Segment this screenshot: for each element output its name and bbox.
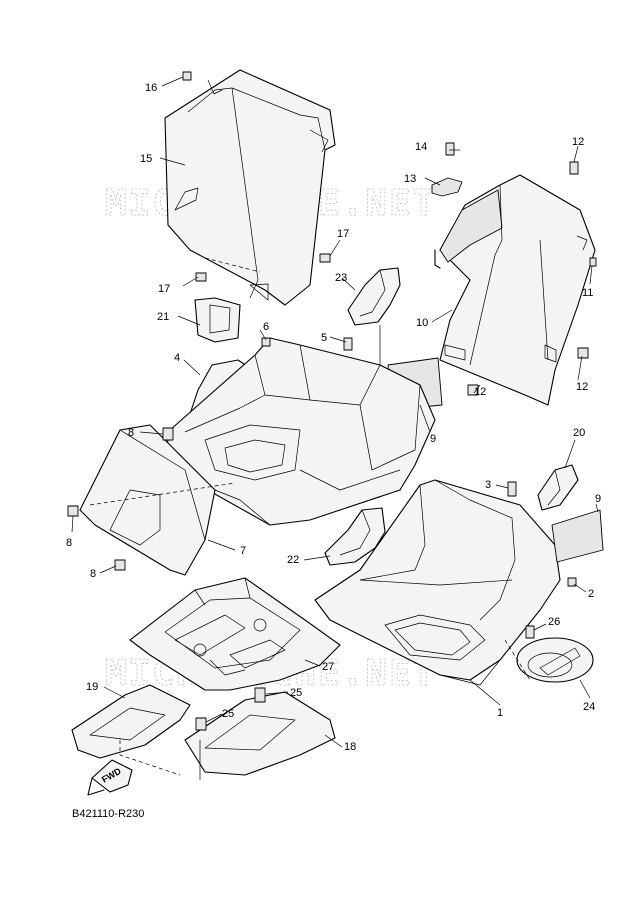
callout-25-right: 25 — [290, 687, 302, 699]
part-20-bracket — [537, 464, 579, 511]
bolt-icon — [343, 337, 353, 351]
part-15-panel — [164, 69, 336, 306]
clip-icon — [319, 253, 331, 263]
callout-9-right: 9 — [595, 493, 601, 505]
part-13-bracket — [431, 177, 463, 197]
callout-22: 22 — [287, 554, 299, 566]
callout-6: 6 — [263, 321, 269, 333]
callout-12-bottom: 12 — [474, 386, 486, 398]
bolt-icon — [569, 161, 579, 175]
callout-12-right: 12 — [576, 381, 588, 393]
callout-10: 10 — [416, 317, 428, 329]
nut-icon — [261, 337, 271, 347]
bolt-icon — [445, 142, 455, 156]
callout-1: 1 — [497, 707, 503, 719]
clip-icon — [589, 257, 597, 267]
callout-21: 21 — [157, 311, 169, 323]
part-18-skid — [184, 691, 336, 776]
part-tub-center — [164, 337, 436, 526]
callout-24: 24 — [583, 701, 595, 713]
part-10-duct — [439, 174, 596, 406]
callout-20: 20 — [573, 427, 585, 439]
callout-numbers: 16 15 17 17 23 21 6 5 4 8 8 8 7 14 13 12… — [66, 82, 601, 753]
part-22-bracket — [324, 507, 386, 566]
part-24-disc — [516, 637, 594, 683]
diagram-code: B421110-R230 — [72, 808, 144, 820]
callout-5: 5 — [321, 332, 327, 344]
part-9-pad-right — [551, 509, 604, 563]
bolt-icon — [162, 427, 174, 441]
callout-8-top: 8 — [128, 427, 134, 439]
callout-18: 18 — [344, 741, 356, 753]
part-1-tub-right — [314, 479, 561, 686]
callout-14: 14 — [415, 141, 427, 153]
bolt-icon — [467, 384, 479, 396]
callout-11: 11 — [582, 287, 593, 299]
bolt-icon — [195, 717, 207, 731]
part-23-bracket — [347, 267, 401, 326]
part-19-skid — [71, 684, 191, 759]
callout-9-left: 9 — [430, 433, 436, 445]
bolt-icon — [114, 559, 126, 571]
callout-4: 4 — [174, 352, 180, 364]
callout-19: 19 — [86, 681, 98, 693]
nut-icon — [567, 577, 577, 587]
callout-23: 23 — [335, 272, 347, 284]
bolt-icon — [67, 505, 79, 517]
callout-13: 13 — [404, 173, 416, 185]
callout-25-left: 25 — [222, 708, 234, 720]
callout-16: 16 — [145, 82, 157, 94]
leader-lines — [71, 76, 599, 748]
fastener-icons — [67, 71, 597, 731]
callout-7: 7 — [240, 545, 246, 557]
bolt-icon — [507, 481, 517, 497]
callout-8-left: 8 — [66, 537, 72, 549]
part-7-panel — [79, 424, 216, 576]
callout-2: 2 — [588, 588, 594, 600]
callout-17-upper: 17 — [337, 228, 349, 240]
bolt-icon — [577, 347, 589, 359]
bolt-icon — [254, 687, 266, 703]
clip-icon — [195, 272, 207, 282]
callout-12-top: 12 — [572, 136, 584, 148]
clip-icon — [182, 71, 192, 81]
part-27-frame — [129, 577, 341, 691]
callout-27: 27 — [322, 661, 334, 673]
callout-15: 15 — [140, 153, 152, 165]
callout-26: 26 — [548, 616, 560, 628]
part-21-bracket — [194, 297, 241, 343]
bolt-icon — [525, 625, 535, 639]
callout-3: 3 — [485, 479, 491, 491]
callout-17-lower: 17 — [158, 283, 170, 295]
fwd-arrow-icon: FWD — [87, 759, 133, 796]
callout-8-bottom: 8 — [90, 568, 96, 580]
